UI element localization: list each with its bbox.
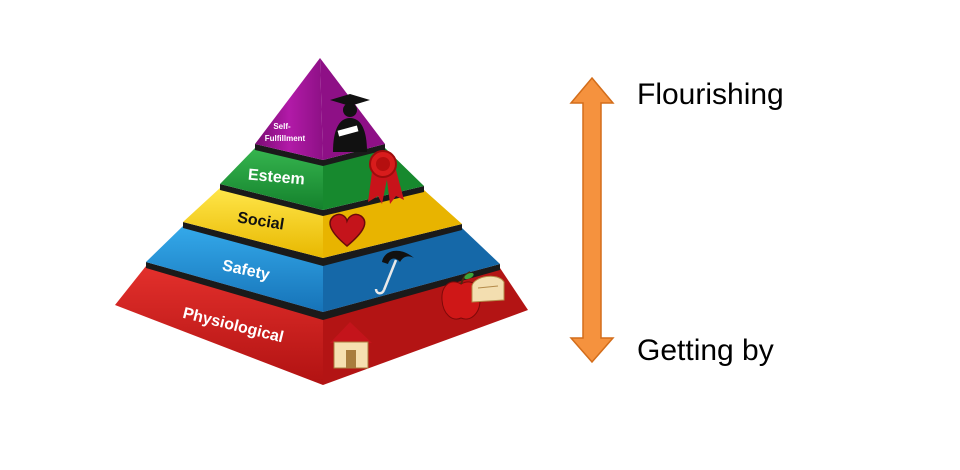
scale-label-top: Flourishing — [637, 78, 784, 111]
double-arrow-icon — [569, 76, 615, 364]
bread-icon — [471, 275, 505, 303]
level-label-self-fulfillment-line1: Self- — [273, 122, 291, 131]
level-safety: Safety — [146, 226, 500, 312]
scale-arrow — [569, 76, 615, 364]
scale-label-bottom: Getting by — [637, 334, 774, 367]
level-label-esteem: Esteem — [247, 167, 305, 189]
graduate-icon — [330, 94, 370, 152]
heart-icon — [329, 213, 366, 247]
house-icon — [330, 322, 372, 369]
umbrella-icon — [374, 250, 414, 295]
level-esteem: Esteem — [220, 148, 424, 210]
ribbon-award-icon — [368, 150, 404, 204]
level-label-self-fulfillment-line2: Fulfillment — [265, 134, 306, 143]
